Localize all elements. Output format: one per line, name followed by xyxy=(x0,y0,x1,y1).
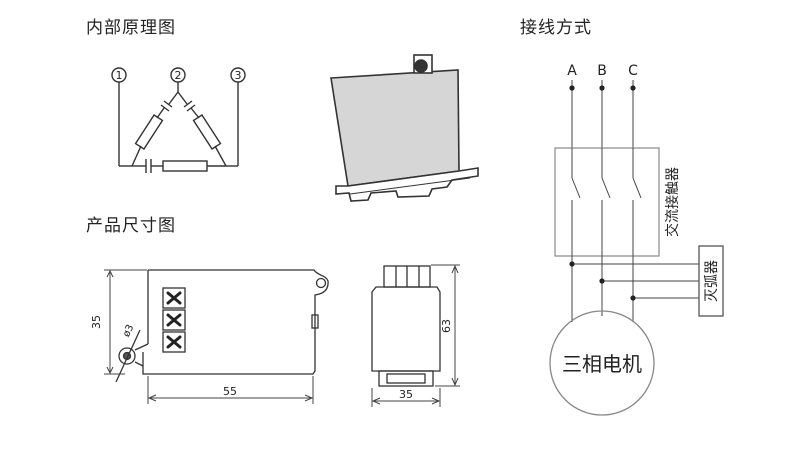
motor-circle xyxy=(549,310,655,416)
wiring-diagram xyxy=(549,80,724,416)
heading-dimensions: 产品尺寸图 xyxy=(86,216,176,236)
phase-c-label: C xyxy=(628,63,638,79)
arc-suppressor-label: 灭弧器 xyxy=(704,260,720,302)
resistor-left xyxy=(134,114,164,150)
side-dimension-lines xyxy=(371,264,460,407)
wiring-junctions xyxy=(569,85,636,301)
phase-b-label: B xyxy=(597,63,607,79)
heading-principle: 内部原理图 xyxy=(86,18,176,38)
dimension-hole-label: ø3 xyxy=(121,323,136,339)
resistor-right xyxy=(192,114,222,150)
front-dimension-lines xyxy=(104,269,314,404)
resistor-bottom xyxy=(162,160,208,172)
dimension-side-height-label: 63 xyxy=(440,319,453,333)
dimension-height-label: 35 xyxy=(90,315,103,329)
terminal-3-label: 3 xyxy=(235,69,242,82)
phase-a-label: A xyxy=(567,63,577,79)
front-view xyxy=(115,269,329,383)
contactor-label: 交流接触器 xyxy=(664,167,681,237)
side-view xyxy=(371,265,441,387)
product-3d-view xyxy=(330,54,479,202)
contactor-box xyxy=(554,147,660,257)
arc-suppressor-box xyxy=(698,245,724,317)
dimension-side-width-label: 35 xyxy=(399,388,413,401)
heading-wiring: 接线方式 xyxy=(520,18,592,38)
terminal-2-label: 2 xyxy=(175,69,182,82)
terminal-screws xyxy=(166,291,182,349)
terminal-1-label: 1 xyxy=(116,69,123,82)
motor-label: 三相电机 xyxy=(562,352,642,376)
mount-hole-outer xyxy=(118,347,136,365)
principle-diagram xyxy=(111,67,246,173)
dimension-width-label: 55 xyxy=(223,385,237,398)
